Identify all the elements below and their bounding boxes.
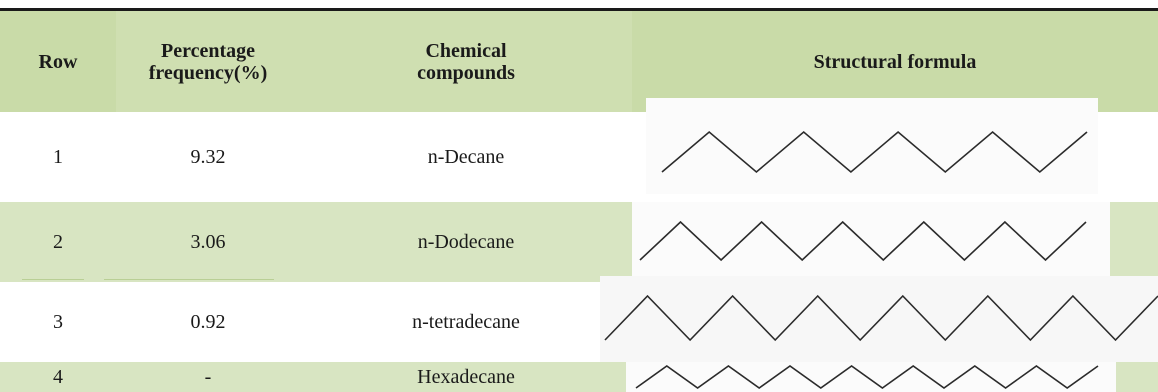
carbon-chain-bonds <box>635 365 1099 389</box>
header-chemical: Chemical compounds <box>300 11 632 112</box>
carbon-chain-bonds <box>661 130 1088 174</box>
header-percentage-label: Percentage frequency(%) <box>148 39 268 84</box>
cell-percentage: - <box>204 366 212 388</box>
cell-percentage: 3.06 <box>190 231 226 253</box>
header-row: Row <box>38 50 78 73</box>
cell-underline <box>104 279 274 280</box>
table-row: 2 3.06 n-Dodecane <box>0 202 1158 282</box>
cell-chemical: n-Dodecane <box>417 231 515 253</box>
cell-percentage: 0.92 <box>190 311 226 333</box>
structural-formula-hexadecane <box>635 365 1099 389</box>
cell-row: 4 <box>53 366 63 388</box>
table-row: 1 9.32 n-Decane <box>0 98 1158 202</box>
table-row: 4 - Hexadecane <box>0 362 1158 392</box>
table-top-rule <box>0 8 1158 11</box>
cell-chemical: n-tetradecane <box>412 311 520 333</box>
header-percentage: Percentage frequency(%) <box>116 11 300 112</box>
cell-chemical: n-Decane <box>427 146 505 168</box>
cell-row: 2 <box>53 231 63 253</box>
cell-percentage: 9.32 <box>190 146 226 168</box>
structural-formula-tetradecane <box>604 294 1158 342</box>
cell-chemical: Hexadecane <box>417 366 515 388</box>
header-chemical-label: Chemical compounds <box>417 39 515 84</box>
cell-row: 3 <box>53 311 63 333</box>
cell-underline <box>22 279 84 280</box>
table-row: 3 0.92 n-tetradecane <box>0 276 1158 368</box>
structural-formula-decane <box>661 130 1088 174</box>
carbon-chain-bonds <box>639 220 1087 262</box>
header-structural: Structural formula <box>813 50 977 73</box>
table-header-row: Row Percentage frequency(%) Chemical com… <box>0 11 1158 112</box>
structure-image-bg <box>632 202 1110 282</box>
structural-formula-dodecane <box>639 220 1087 262</box>
cell-row: 1 <box>53 146 63 168</box>
carbon-chain-bonds <box>604 294 1158 342</box>
structure-image-bg <box>646 98 1098 194</box>
